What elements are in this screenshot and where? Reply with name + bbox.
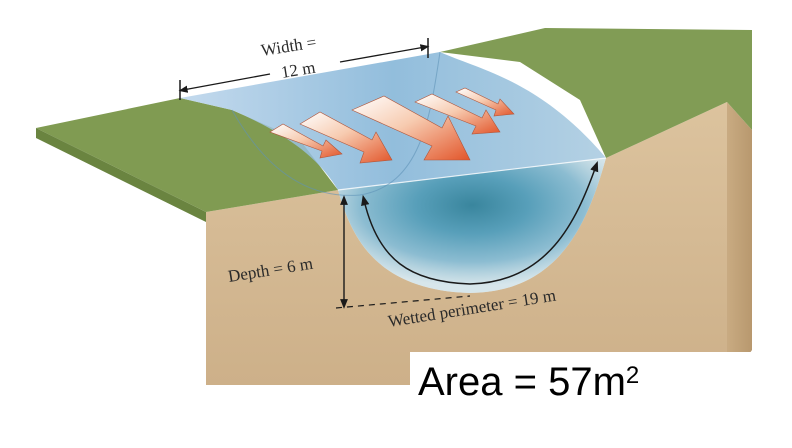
flow-arrow-2 xyxy=(299,111,393,164)
area-caption-exponent: 2 xyxy=(625,362,640,389)
caption-backdrop xyxy=(410,352,792,448)
right-bank-grass xyxy=(440,28,752,158)
area-caption-text: Area = 57m xyxy=(418,360,626,404)
left-bank-grass xyxy=(36,98,338,212)
flow-arrow-5 xyxy=(455,87,515,117)
channel-bed-far xyxy=(231,51,441,196)
left-bank-edge xyxy=(36,128,206,222)
block-front-face xyxy=(206,102,727,385)
flow-arrow-1 xyxy=(269,123,343,159)
wetted-perimeter-arrow xyxy=(361,161,599,285)
width-dimension xyxy=(178,38,430,100)
area-caption: Area = 57m2 xyxy=(418,362,639,402)
width-label-line1: Width = xyxy=(260,32,318,59)
flow-arrow-3 xyxy=(351,95,471,161)
flow-arrow-4 xyxy=(414,93,501,135)
flow-arrows xyxy=(269,87,515,164)
block-side-face xyxy=(727,102,752,385)
depth-dimension xyxy=(335,195,471,309)
